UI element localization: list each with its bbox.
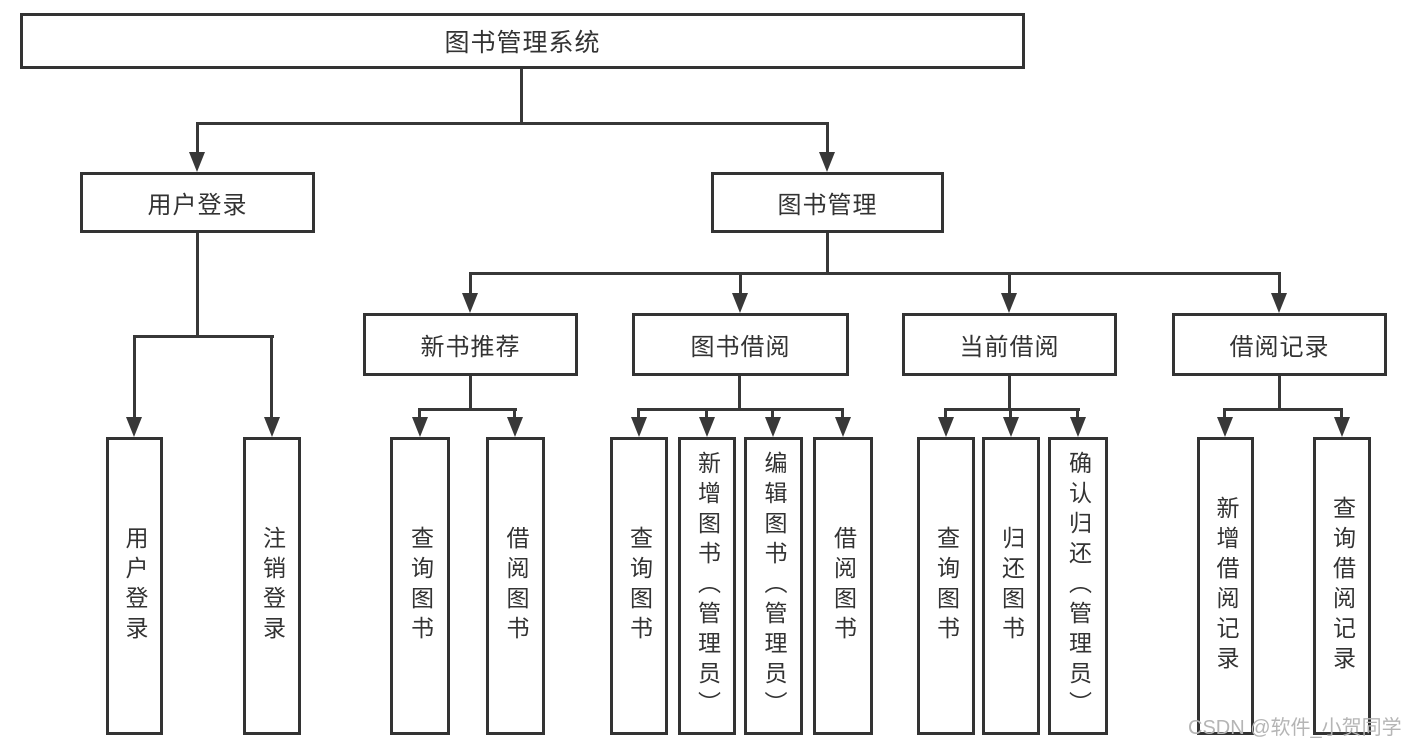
connector-records-stub [1278, 376, 1281, 408]
connector-login-stub [196, 233, 199, 335]
arrow-down-icon [819, 152, 835, 172]
connector-root-stub [520, 69, 523, 122]
connector-root-to-mgmt [826, 122, 829, 152]
leaf-add-borrow-record: 新增借阅记录 [1197, 437, 1254, 735]
leaf-query-books-2: 查询图书 [610, 437, 668, 735]
connector-root-bar [196, 122, 829, 125]
connector-login-bar [133, 335, 274, 338]
arrow-down-icon [765, 417, 781, 437]
leaf-label: 注销登录 [259, 526, 286, 646]
connector-current-bar [944, 408, 1080, 411]
connector-borrow-bar [637, 408, 844, 411]
arrow-down-icon [507, 417, 523, 437]
connector-current-child3 [1076, 408, 1079, 417]
connector-current-child2 [1009, 408, 1012, 417]
node-borrow-records: 借阅记录 [1172, 313, 1387, 376]
arrow-down-icon [1334, 417, 1350, 437]
node-user-login: 用户登录 [80, 172, 315, 233]
leaf-label: 查询图书 [626, 526, 653, 646]
leaf-label: 查询图书 [407, 526, 434, 646]
leaf-query-books-1: 查询图书 [390, 437, 450, 735]
leaf-label: 用户登录 [122, 526, 148, 646]
connector-mgmt-newbook [469, 272, 472, 293]
leaf-query-borrow-record: 查询借阅记录 [1313, 437, 1371, 735]
arrow-down-icon [1003, 417, 1019, 437]
connector-mgmt-borrow [739, 272, 742, 293]
leaf-logout: 注销登录 [243, 437, 301, 735]
leaf-user-login: 用户登录 [106, 437, 163, 735]
connector-current-stub [1008, 376, 1011, 408]
leaf-borrow-books-1: 借阅图书 [486, 437, 545, 735]
leaf-label: 借阅图书 [503, 526, 529, 646]
arrow-down-icon [126, 417, 142, 437]
leaf-confirm-return-admin: 确认归还（管理员） [1048, 437, 1108, 735]
arrow-down-icon [699, 417, 715, 437]
connector-login-child2 [270, 335, 273, 417]
connector-borrow-stub [738, 376, 741, 408]
connector-login-child1 [133, 335, 136, 417]
node-book-management: 图书管理 [711, 172, 944, 233]
leaf-label: 查询借阅记录 [1329, 496, 1356, 676]
connector-newbook-child1 [418, 408, 421, 417]
node-new-book-recommend: 新书推荐 [363, 313, 578, 376]
arrow-down-icon [1271, 293, 1287, 313]
connector-newbook-child2 [513, 408, 516, 417]
arrow-down-icon [264, 417, 280, 437]
csdn-watermark: CSDN @软件_小贺同学 [1188, 717, 1402, 739]
leaf-return-books: 归还图书 [982, 437, 1040, 735]
leaf-label: 确认归还（管理员） [1065, 451, 1092, 721]
leaf-edit-books-admin: 编辑图书（管理员） [744, 437, 803, 735]
leaf-borrow-books-2: 借阅图书 [813, 437, 873, 735]
connector-records-child1 [1223, 408, 1226, 417]
leaf-label: 编辑图书（管理员） [761, 451, 787, 721]
arrow-down-icon [1217, 417, 1233, 437]
connector-mgmt-stub [826, 233, 829, 272]
connector-current-child1 [944, 408, 947, 417]
connector-root-to-login [196, 122, 199, 152]
leaf-label: 查询图书 [933, 526, 960, 646]
node-library-management-system: 图书管理系统 [20, 13, 1025, 69]
connector-mgmt-current [1008, 272, 1011, 293]
connector-borrow-child3 [771, 408, 774, 417]
arrow-down-icon [631, 417, 647, 437]
leaf-label: 借阅图书 [830, 526, 857, 646]
connector-borrow-child4 [841, 408, 844, 417]
arrow-down-icon [1001, 293, 1017, 313]
connector-records-bar [1223, 408, 1343, 411]
arrow-down-icon [938, 417, 954, 437]
connector-mgmt-records [1278, 272, 1281, 293]
connector-borrow-child1 [637, 408, 640, 417]
arrow-down-icon [462, 293, 478, 313]
leaf-label: 归还图书 [998, 526, 1025, 646]
connector-records-child2 [1340, 408, 1343, 417]
leaf-label: 新增图书（管理员） [694, 451, 721, 721]
node-current-borrowing: 当前借阅 [902, 313, 1117, 376]
arrow-down-icon [189, 152, 205, 172]
connector-borrow-child2 [705, 408, 708, 417]
arrow-down-icon [1070, 417, 1086, 437]
connector-mgmt-bar [469, 272, 1281, 275]
node-book-borrowing: 图书借阅 [632, 313, 849, 376]
arrow-down-icon [835, 417, 851, 437]
leaf-query-books-3: 查询图书 [917, 437, 975, 735]
connector-newbook-bar [418, 408, 517, 411]
leaf-label: 新增借阅记录 [1213, 496, 1239, 676]
connector-newbook-stub [469, 376, 472, 408]
arrow-down-icon [412, 417, 428, 437]
arrow-down-icon [732, 293, 748, 313]
leaf-add-books-admin: 新增图书（管理员） [678, 437, 736, 735]
